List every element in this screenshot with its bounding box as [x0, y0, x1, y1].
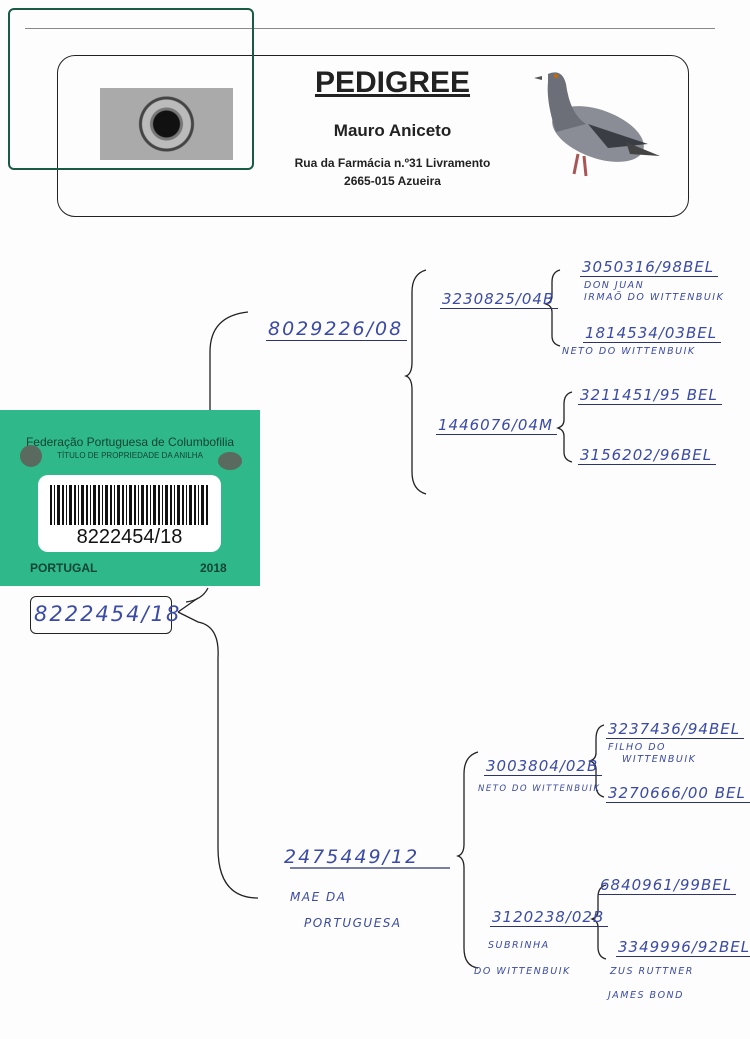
- ggd-note: NETO DO WITTENBUIK: [562, 346, 696, 357]
- dam-note-2: PORTUGUESA: [304, 916, 402, 930]
- ggs-note-2: IRMAÕ DO WITTENBUIK: [584, 292, 725, 303]
- dam-ring: 2475449/12: [284, 846, 420, 868]
- card-subtitle: TÍTULO DE PROPRIEDADE DA ANILHA: [57, 451, 203, 460]
- card-link: [185, 587, 209, 603]
- barcode: [50, 485, 208, 525]
- dam-gdgd-note-2: JAMES BOND: [608, 990, 684, 1001]
- dam-granddam-ring: 3120238/02B: [490, 908, 609, 927]
- dam-ggd-ring: 3270666/00 BEL: [606, 784, 750, 803]
- ggd-ring: 1814534/03BEL: [583, 324, 722, 343]
- dam-ggs-ring: 3237436/94BEL: [606, 720, 745, 739]
- subject-ring: 8222454/18: [34, 602, 182, 626]
- dam-granddam-bracket: [589, 884, 607, 960]
- dam-granddam-note-2: DO WITTENBUIK: [474, 966, 571, 977]
- dam-grandsire-ring: 3003804/02B: [484, 757, 603, 776]
- grandsire-ring: 3230825/04B: [440, 290, 559, 309]
- dam-grandsire-note: NETO DO WITTENBUIK: [478, 784, 601, 794]
- dam-parents-bracket: [455, 751, 479, 969]
- ggs-ring: 3050316/98BEL: [580, 258, 719, 277]
- dam-note-1: MAE DA: [290, 890, 347, 904]
- granddam-ring: 1446076/04M: [436, 416, 557, 435]
- gdgs-ring: 3211451/95 BEL: [578, 386, 722, 405]
- dam-gdgd-ring: 3349996/92BEL: [616, 938, 750, 957]
- sire-parents-bracket: [403, 269, 427, 495]
- header-box: [57, 55, 689, 217]
- dam-granddam-note-1: SUBRINHA: [488, 940, 550, 951]
- card-border: [8, 8, 254, 170]
- dam-bracket: [177, 597, 259, 899]
- address-line-1: Rua da Farmácia n.º31 Livramento: [294, 156, 491, 170]
- page-title: PEDIGREE: [314, 66, 471, 99]
- sire-ring: 8029226/08: [266, 318, 408, 341]
- sire-bracket: [209, 311, 249, 412]
- pigeon-image: [534, 72, 660, 177]
- card-year: 2018: [200, 561, 227, 575]
- dam-ggs-note-2: WITTENBUIK: [622, 754, 697, 765]
- dam-grandsire-bracket: [587, 724, 605, 798]
- ggs-note-1: DON JUAN: [584, 280, 645, 291]
- pigeon-emblem-icon: [218, 452, 242, 470]
- subject-ring-box: [30, 596, 172, 634]
- owner-name: Mauro Aniceto: [333, 121, 452, 140]
- grandsire-bracket: [543, 269, 561, 347]
- card-country: PORTUGAL: [30, 561, 98, 575]
- dam-gdgs-ring: 6840961/99BEL: [598, 876, 737, 895]
- granddam-bracket: [555, 391, 573, 463]
- gdgd-ring: 3156202/96BEL: [578, 446, 717, 465]
- federation-seal-icon: [20, 445, 42, 467]
- card-ring-number: 8222454/18: [76, 526, 183, 548]
- address-line-2: 2665-015 Azueira: [344, 174, 441, 188]
- card-federation: Federação Portuguesa de Columbofilia: [25, 435, 235, 449]
- dam-ggs-note-1: FILHO DO: [608, 742, 666, 753]
- top-rule: [25, 28, 715, 29]
- pigeon-eye-image: [100, 88, 233, 160]
- dam-gdgd-note-1: ZUS RUTTNER: [610, 966, 694, 977]
